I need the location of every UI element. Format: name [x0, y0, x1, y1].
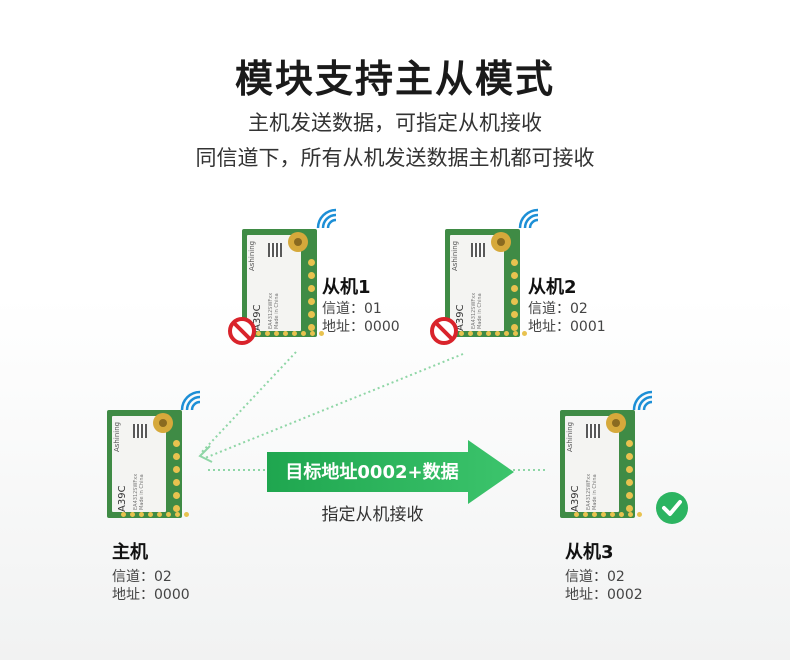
subtitle-line-1: 主机发送数据，可指定从机接收: [248, 111, 542, 135]
link-slave1-master: [199, 351, 297, 455]
slave3-info: 信道：02 地址：0002: [565, 568, 643, 604]
module-brand: Ashining: [566, 421, 574, 452]
page-title: 模块支持主从模式: [234, 57, 555, 101]
antenna-connector: [288, 232, 308, 252]
arrow-label: 目标地址0002+数据: [285, 462, 459, 483]
module-part: A39C: [570, 485, 581, 512]
antenna-connector: [491, 232, 511, 252]
wifi-icon: [632, 390, 653, 411]
qr-code: [586, 424, 600, 438]
master-channel: 信道：02: [112, 569, 172, 585]
big-arrow: [267, 440, 514, 504]
blocked-icon: [430, 317, 458, 345]
slave1-address: 地址：0000: [322, 319, 400, 335]
slave1-info: 信道：01 地址：0000: [322, 300, 400, 336]
check-icon: [656, 492, 688, 524]
qr-code: [471, 243, 485, 257]
antenna-connector: [606, 413, 626, 433]
slave1-name: 从机1: [322, 277, 371, 298]
link-slave2-master: [204, 353, 464, 459]
master-name: 主机: [112, 542, 148, 563]
slave3-address: 地址：0002: [565, 587, 643, 603]
slave2-info: 信道：02 地址：0001: [528, 300, 606, 336]
qr-code: [268, 243, 282, 257]
master-address: 地址：0000: [112, 587, 190, 603]
slave1-channel: 信道：01: [322, 301, 382, 317]
slave3-channel: 信道：02: [565, 569, 625, 585]
slave2-name: 从机2: [528, 277, 577, 298]
qr-code: [133, 424, 147, 438]
arrowhead-master: [198, 445, 213, 463]
master-info: 信道：02 地址：0000: [112, 568, 190, 604]
module-brand: Ashining: [113, 421, 121, 452]
subtitle-line-2: 同信道下，所有从机发送数据主机都可接收: [195, 146, 595, 170]
slave2-channel: 信道：02: [528, 301, 588, 317]
wifi-icon: [180, 390, 201, 411]
blocked-icon: [228, 317, 256, 345]
wifi-icon: [316, 208, 337, 229]
module-part: A39C: [117, 485, 128, 512]
module-brand: Ashining: [451, 240, 459, 271]
wifi-icon: [518, 208, 539, 229]
arrow-caption: 指定从机接收: [321, 505, 424, 525]
antenna-connector: [153, 413, 173, 433]
slave3-name: 从机3: [565, 542, 614, 563]
slave2-address: 地址：0001: [528, 319, 606, 335]
module-brand: Ashining: [248, 240, 256, 271]
